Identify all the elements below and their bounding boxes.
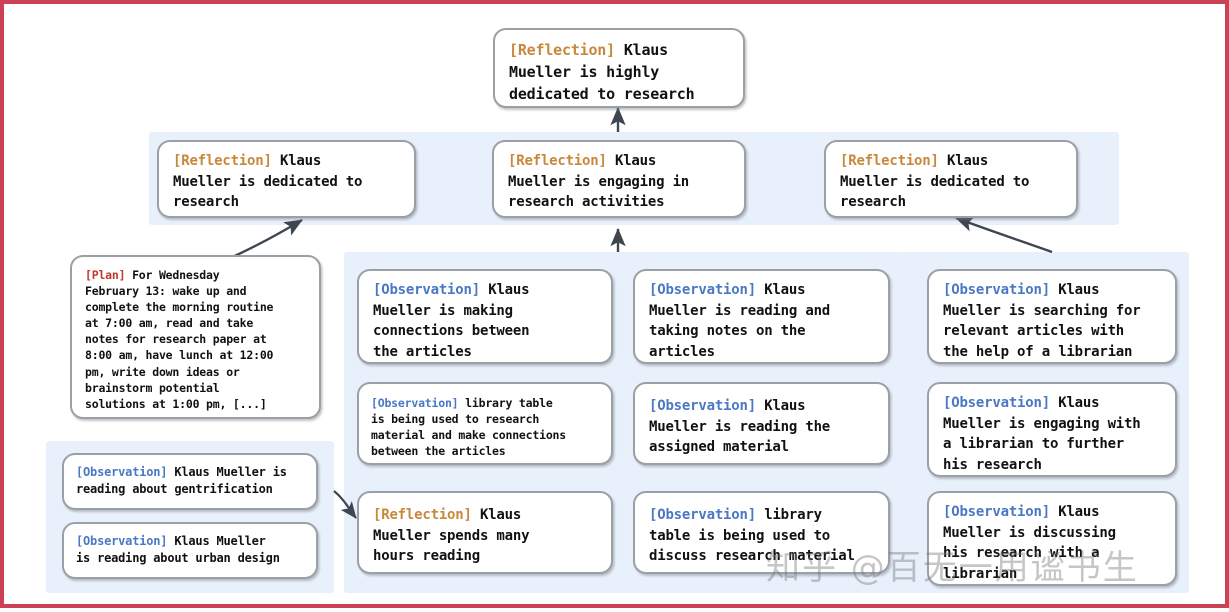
node-text: Klaus Mueller is reading the assigned ma…	[649, 398, 831, 456]
node-tag-observation: [Observation]	[649, 507, 756, 523]
node-tag-observation: [Observation]	[373, 282, 480, 298]
node-plan[interactable]: [Plan] For Wednesday February 13: wake u…	[70, 255, 321, 419]
node-text: Klaus Mueller is engaging with a librari…	[943, 395, 1141, 473]
node-column-a-1[interactable]: [Observation] library table is being use…	[357, 382, 613, 465]
node-tag-observation: [Observation]	[943, 282, 1050, 298]
node-left-observation-1[interactable]: [Observation] Klaus Mueller is reading a…	[62, 522, 318, 579]
node-text: Klaus Mueller is highly dedicated to res…	[509, 41, 695, 104]
node-text: For Wednesday February 13: wake up and c…	[85, 268, 274, 411]
node-tag-reflection: [Reflection]	[173, 153, 272, 169]
node-tag-observation: [Observation]	[76, 534, 168, 548]
node-text: library table is being used to discuss r…	[649, 507, 855, 565]
node-column-c-2[interactable]: [Observation] Klaus Mueller is discussin…	[927, 491, 1177, 586]
node-tag-observation: [Observation]	[371, 396, 459, 410]
node-column-c-0[interactable]: [Observation] Klaus Mueller is searching…	[927, 269, 1177, 364]
node-left-observation-0[interactable]: [Observation] Klaus Mueller is reading a…	[62, 453, 318, 510]
node-text: Klaus Mueller is making connections betw…	[373, 282, 530, 360]
node-root-reflection[interactable]: [Reflection] Klaus Mueller is highly ded…	[493, 28, 745, 108]
node-text: Klaus Mueller is discussing his research…	[943, 504, 1116, 582]
node-tag-observation: [Observation]	[943, 504, 1050, 520]
node-text: Klaus Mueller is dedicated to research	[173, 153, 363, 211]
node-level2-2[interactable]: [Reflection] Klaus Mueller is dedicated …	[824, 140, 1078, 218]
node-tag-reflection: [Reflection]	[840, 153, 939, 169]
node-tag-observation: [Observation]	[649, 398, 756, 414]
node-tag-observation: [Observation]	[943, 395, 1050, 411]
node-level2-0[interactable]: [Reflection] Klaus Mueller is dedicated …	[157, 140, 416, 218]
node-column-b-1[interactable]: [Observation] Klaus Mueller is reading t…	[633, 382, 890, 465]
node-text: Klaus Mueller is dedicated to research	[840, 153, 1030, 211]
node-tag-observation: [Observation]	[649, 282, 756, 298]
diagram-canvas: [Reflection] Klaus Mueller is highly ded…	[4, 4, 1229, 612]
node-tag-reflection: [Reflection]	[509, 41, 615, 59]
node-text: Klaus Mueller is reading and taking note…	[649, 282, 831, 360]
watermark: 知乎 @百无一用谧书生	[766, 548, 1139, 588]
node-text: Klaus Mueller is engaging in research ac…	[508, 153, 690, 211]
node-column-b-0[interactable]: [Observation] Klaus Mueller is reading a…	[633, 269, 890, 364]
node-text: Klaus Mueller is searching for relevant …	[943, 282, 1141, 360]
node-column-b-2[interactable]: [Observation] library table is being use…	[633, 491, 890, 574]
node-text: Klaus Mueller spends many hours reading	[373, 507, 530, 565]
node-text: library table is being used to research …	[371, 396, 566, 459]
node-column-a-0[interactable]: [Observation] Klaus Mueller is making co…	[357, 269, 613, 364]
node-text: Klaus Mueller is reading about urban des…	[76, 534, 280, 566]
node-level2-1[interactable]: [Reflection] Klaus Mueller is engaging i…	[492, 140, 746, 218]
node-column-c-1[interactable]: [Observation] Klaus Mueller is engaging …	[927, 382, 1177, 477]
node-tag-plan: [Plan]	[85, 268, 126, 282]
node-tag-reflection: [Reflection]	[508, 153, 607, 169]
node-tag-reflection: [Reflection]	[373, 507, 472, 523]
node-text: Klaus Mueller is reading about gentrific…	[76, 465, 287, 497]
node-tag-observation: [Observation]	[76, 465, 168, 479]
node-column-a-2[interactable]: [Reflection] Klaus Mueller spends many h…	[357, 491, 613, 574]
